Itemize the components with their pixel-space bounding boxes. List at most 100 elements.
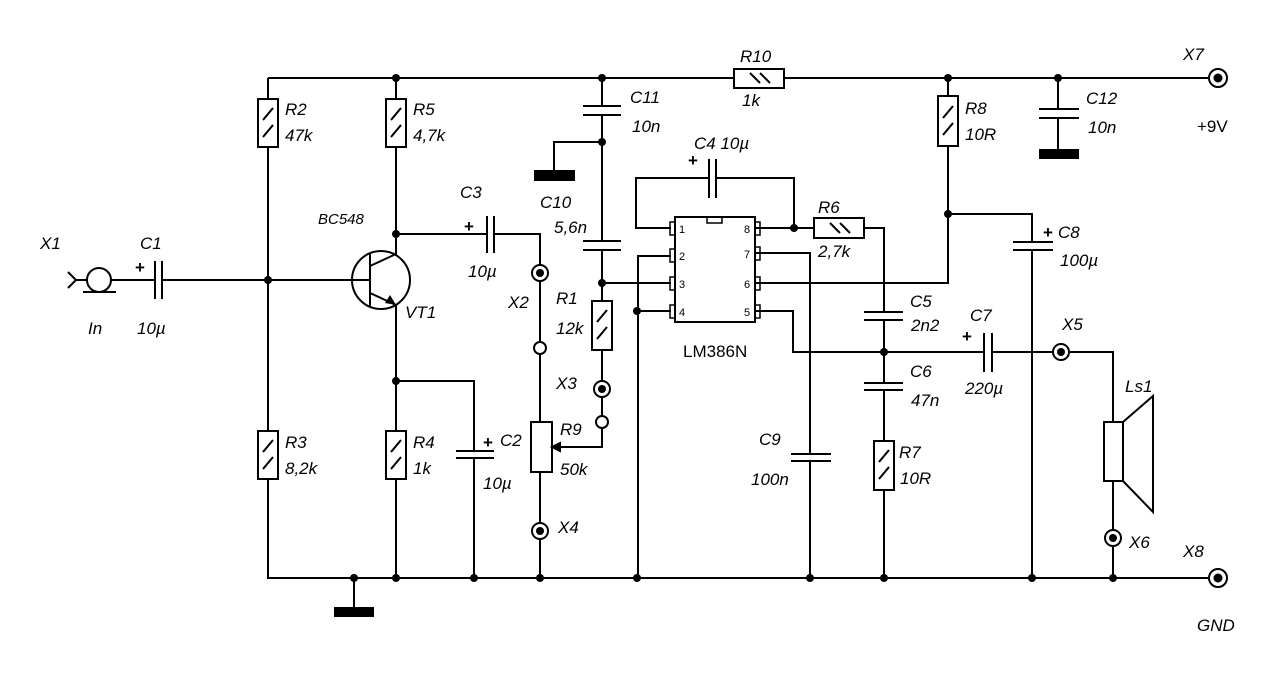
connector-x3 xyxy=(593,380,611,398)
connector-x5 xyxy=(1052,343,1070,361)
resistor-r7 xyxy=(873,440,895,491)
capacitor-c5 xyxy=(864,311,903,321)
label-x2: X2 xyxy=(507,293,529,312)
speaker-ls1 xyxy=(1103,393,1154,515)
label-x5: X5 xyxy=(1061,315,1083,334)
resistor-r6 xyxy=(813,217,865,239)
value-r9: 50k xyxy=(560,460,589,479)
connector-x7 xyxy=(1208,68,1228,88)
capacitor-c9 xyxy=(791,453,831,462)
label-r7: R7 xyxy=(899,443,921,462)
label-x1: X1 xyxy=(39,234,61,253)
pin-7: 7 xyxy=(744,249,750,261)
label-c1: C1 xyxy=(140,234,162,253)
wires xyxy=(67,77,1208,579)
value-c6: 47n xyxy=(911,391,939,410)
label-bc548: BC548 xyxy=(318,211,365,228)
label-c3: C3 xyxy=(460,183,482,202)
label-c11: C11 xyxy=(630,88,660,107)
jumper-loop xyxy=(533,341,547,355)
capacitor-c1 xyxy=(154,261,163,299)
label-c12: C12 xyxy=(1086,89,1118,108)
resistor-r3 xyxy=(257,430,279,480)
pin-8: 8 xyxy=(744,224,750,236)
label-x3: X3 xyxy=(555,374,577,393)
value-r2: 47k xyxy=(285,126,314,145)
ic-label: LM386N xyxy=(683,342,747,361)
value-c8: 100µ xyxy=(1060,251,1098,270)
capacitor-c12 xyxy=(1039,108,1079,119)
resistor-r2 xyxy=(257,98,279,148)
value-r10: 1k xyxy=(742,91,761,110)
value-r8: 10R xyxy=(965,125,996,144)
capacitors xyxy=(154,105,1079,462)
label-r2: R2 xyxy=(285,100,307,119)
value-c1: 10µ xyxy=(137,319,166,338)
value-r1: 12k xyxy=(556,319,585,338)
label-vt1: VT1 xyxy=(405,303,436,322)
label-r5: R5 xyxy=(413,100,435,119)
value-c5: 2n2 xyxy=(910,316,940,335)
label-c10: C10 xyxy=(540,193,572,212)
value-c10: 5,6n xyxy=(554,218,587,237)
value-c12: 10n xyxy=(1088,118,1116,137)
resistor-r8 xyxy=(937,95,959,147)
junction-dots xyxy=(264,74,1117,582)
label-gnd: GND xyxy=(1197,616,1235,635)
ic-lm386n: 1 2 3 4 8 7 6 5 LM386N xyxy=(669,216,761,361)
pin-4: 4 xyxy=(679,307,685,319)
ground-symbols xyxy=(334,149,1079,617)
resistor-r10 xyxy=(733,68,785,89)
plus-c2: + xyxy=(483,433,493,452)
label-c2: C2 xyxy=(500,431,522,450)
capacitor-c7 xyxy=(983,333,993,372)
label-in: In xyxy=(88,319,102,338)
value-r3: 8,2k xyxy=(285,459,319,478)
connector-x8 xyxy=(1208,568,1228,588)
resistor-r4 xyxy=(385,430,407,480)
value-r7: 10R xyxy=(900,469,931,488)
label-x4: X4 xyxy=(557,518,579,537)
label-r8: R8 xyxy=(965,99,987,118)
capacitor-c11 xyxy=(583,105,621,116)
capacitor-c10 xyxy=(583,240,621,251)
connector-x2 xyxy=(531,264,549,282)
value-r5: 4,7k xyxy=(413,126,447,145)
label-r10: R10 xyxy=(740,47,772,66)
resistor-r5 xyxy=(385,98,407,148)
label-x8: X8 xyxy=(1182,542,1204,561)
label-x7: X7 xyxy=(1182,45,1204,64)
input-jack-x1 xyxy=(83,267,116,293)
label-ls1: Ls1 xyxy=(1125,377,1152,396)
pin-3: 3 xyxy=(679,279,685,291)
pin-1: 1 xyxy=(679,224,685,236)
capacitor-c2 xyxy=(456,450,494,459)
plus-c8: + xyxy=(1043,223,1053,242)
value-r6: 2,7k xyxy=(817,242,852,261)
label-9v: +9V xyxy=(1197,117,1228,136)
resistor-r1 xyxy=(591,300,613,351)
transistor-vt1 xyxy=(351,250,411,310)
label-c7: C7 xyxy=(970,306,992,325)
pin-6: 6 xyxy=(744,279,750,291)
value-c11: 10n xyxy=(632,117,660,136)
label-r9: R9 xyxy=(560,420,582,439)
label-r6: R6 xyxy=(818,198,840,217)
potentiometer-r9 xyxy=(530,421,561,473)
label-r3: R3 xyxy=(285,433,307,452)
labels: X1 In C1 10µ + R2 47k R3 8,2k R5 4,7k R4… xyxy=(39,45,1235,635)
label-x6: X6 xyxy=(1128,533,1150,552)
value-c2: 10µ xyxy=(483,474,512,493)
resistors xyxy=(257,68,959,491)
connectors xyxy=(531,68,1228,588)
label-c6: C6 xyxy=(910,362,932,381)
label-r1: R1 xyxy=(556,289,578,308)
plus-c4: + xyxy=(688,151,698,170)
label-c8: C8 xyxy=(1058,223,1080,242)
capacitor-c6 xyxy=(864,382,903,391)
jumper-loop xyxy=(595,415,609,429)
plus-c7: + xyxy=(962,327,972,346)
value-c7: 220µ xyxy=(964,379,1003,398)
capacitor-c8 xyxy=(1013,241,1053,251)
